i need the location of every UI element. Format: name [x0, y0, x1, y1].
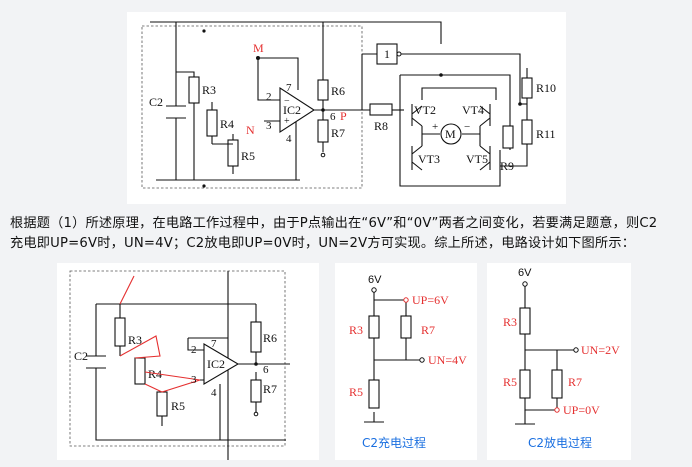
charge-panel	[335, 263, 477, 460]
charge-un-label: UN=4V	[428, 353, 467, 367]
c2-capacitor	[166, 105, 186, 119]
charge-caption: C2充电过程	[362, 435, 426, 450]
m-node-wire	[257, 58, 280, 101]
bl-pin6: 6	[263, 364, 269, 376]
motor-plus: +	[432, 121, 438, 133]
bl-r3	[114, 317, 126, 347]
discharge-r7-label: R7	[568, 375, 582, 389]
top-r8-label: R8	[374, 119, 388, 133]
top-pin3: 3	[266, 120, 272, 132]
bottom-left-panel	[57, 263, 319, 460]
charge-r7	[400, 315, 412, 339]
top-pin7: 7	[286, 82, 292, 94]
explanation-paragraph: 根据题（1）所述原理，在电路工作过程中，由于P点输出在“6V”和“0V”两者之间…	[10, 214, 686, 254]
top-r10	[521, 77, 533, 99]
bl-red-rewiring	[119, 275, 201, 393]
top-r11	[521, 119, 533, 145]
paragraph-line-2: 充电即UP=6V时，UN=4V；C2放电即UP=0V时，UN=2V方可实现。综上…	[10, 236, 636, 251]
bl-ic2-opamp	[203, 343, 240, 385]
motor	[440, 123, 462, 145]
bottom-dashed-enclosure	[69, 270, 286, 447]
charge-supply-label: 6V	[368, 274, 382, 286]
bl-r6	[250, 321, 262, 353]
top-r11-label: R11	[536, 127, 556, 141]
bl-r5	[156, 391, 168, 417]
top-r7	[317, 119, 329, 143]
charge-r5-label: R5	[349, 385, 363, 399]
top-r4-label: R4	[220, 117, 234, 131]
discharge-caption: C2放电过程	[528, 435, 592, 450]
top-vt4-label: VT4	[462, 103, 484, 117]
top-r4	[206, 109, 218, 137]
top-circuit: C2 R3 R4 R5 M IC2 2 3 4 7 − + N R6	[141, 21, 556, 189]
charge-diagram: 6V R3 R7 R5 UP=6V UN=4V C2充电过程	[349, 274, 467, 450]
bl-r3-label: R3	[128, 333, 142, 347]
bl-ic2-label: IC2	[207, 357, 225, 371]
bottom-left-circuit: C2 R3 R4 R5 IC2 2 3 4 7 R6 R7 6	[69, 270, 290, 460]
motor-label: M	[445, 127, 456, 141]
top-plus-sign: +	[284, 116, 290, 127]
top-p-label: P	[340, 109, 347, 123]
charge-r3	[368, 315, 380, 339]
bl-wires	[95, 303, 286, 441]
top-c2-label: C2	[149, 95, 163, 109]
discharge-r7	[551, 369, 563, 399]
bl-r6-label: R6	[263, 331, 277, 345]
top-r5	[227, 139, 239, 167]
top-m-label: M	[253, 41, 264, 55]
top-n-label: N	[246, 123, 255, 137]
bl-pin3: 3	[191, 374, 197, 386]
charge-up-label: UP=6V	[412, 293, 449, 307]
top-supply-rail	[150, 21, 442, 44]
bl-pin4: 4	[211, 387, 217, 399]
bl-r7-label: R7	[263, 382, 277, 396]
bl-r5-label: R5	[171, 399, 185, 413]
discharge-r5	[519, 369, 531, 399]
top-r9	[502, 125, 514, 149]
top-vt3-label: VT3	[418, 152, 440, 166]
discharge-r3-label: R3	[503, 315, 517, 329]
top-r6	[317, 79, 329, 101]
top-dashed-enclosure	[141, 25, 363, 189]
top-r6-label: R6	[331, 84, 345, 98]
top-minus-sign: −	[284, 96, 290, 107]
top-vt2-label: VT2	[414, 103, 436, 117]
not-gate-label: 1	[384, 47, 390, 61]
charge-r5	[368, 379, 380, 409]
bl-r7	[250, 379, 262, 403]
top-circuit-panel	[127, 12, 566, 204]
top-r8	[369, 103, 393, 116]
top-r5-label: R5	[241, 149, 255, 163]
bl-r4	[134, 357, 146, 385]
top-r7-label: R7	[331, 126, 345, 140]
top-r3-label: R3	[202, 83, 216, 97]
discharge-r3	[519, 307, 531, 335]
discharge-r5-label: R5	[503, 375, 517, 389]
discharge-panel	[487, 263, 631, 460]
discharge-up-label: UP=0V	[563, 403, 600, 417]
paragraph-line-1: 根据题（1）所述原理，在电路工作过程中，由于P点输出在“6V”和“0V”两者之间…	[10, 216, 658, 231]
charge-r7-label: R7	[421, 323, 435, 337]
bl-pin2: 2	[191, 344, 197, 356]
bl-pin7: 7	[211, 338, 217, 350]
top-pin4: 4	[286, 133, 292, 145]
top-vt5-label: VT5	[466, 152, 488, 166]
charge-r3-label: R3	[349, 323, 363, 337]
bl-c2-label: C2	[74, 349, 88, 363]
top-ic2-label: IC2	[283, 103, 301, 117]
top-pin2: 2	[266, 91, 272, 103]
top-ic2-opamp	[279, 86, 316, 134]
discharge-un-label: UN=2V	[581, 343, 620, 357]
top-r10-label: R10	[536, 81, 556, 95]
discharge-diagram: 6V R3 R5 R7 UN=2V UP=0V C2放电过程	[503, 267, 620, 450]
bl-c2	[86, 355, 106, 369]
top-r3	[188, 76, 200, 104]
discharge-supply-label: 6V	[518, 267, 532, 279]
motor-minus: −	[464, 121, 470, 133]
top-pin6: 6	[330, 111, 336, 123]
